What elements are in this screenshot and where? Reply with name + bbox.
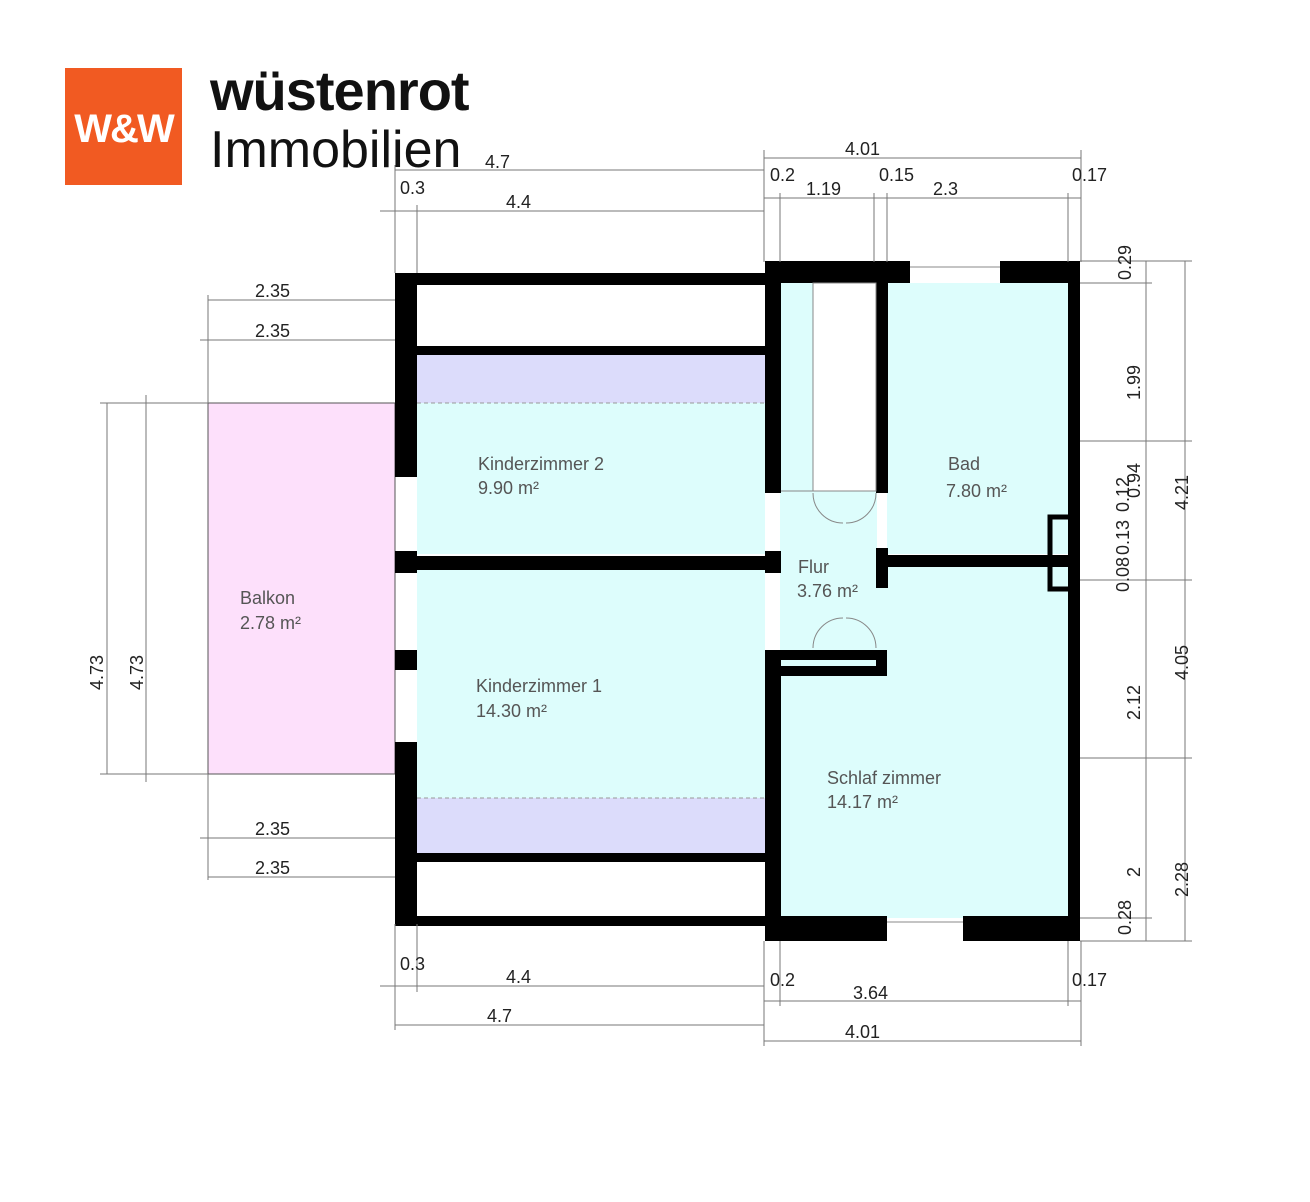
door-arc-1 [812,492,844,524]
dim-right-008: 0.08 [1113,557,1133,592]
wall-bottom-right-a [765,916,887,941]
wall-bottom-right-b [963,916,1080,941]
flur-name: Flur [798,557,829,577]
kinder1-slope-area [417,798,765,853]
wall-top-right-b [1000,261,1080,283]
door-arc-3 [812,617,844,649]
wall-flur-bottom [781,650,887,660]
brand-subtitle: Immobilien [210,121,462,179]
door-arc-2 [845,492,877,524]
balkon-area: 2.78 m² [240,613,301,633]
bad-name: Bad [948,454,980,474]
wall-bottom-left [395,916,780,926]
balkon-name: Balkon [240,588,295,608]
wall-flur-bad-upper [876,283,888,493]
kinder1-name: Kinderzimmer 1 [476,676,602,696]
dim-bottom-right-wall-l: 0.2 [770,970,795,990]
dim-balkon-bot-2: 2.35 [255,858,290,878]
dim-balkon-top-1: 2.35 [255,281,290,301]
schlaf-name: Schlaf zimmer [827,768,941,788]
dim-right-094: 0.94 [1124,463,1144,498]
wall-flur-bad-lower [876,548,888,588]
dim-bottom-left-wall: 0.3 [400,954,425,974]
stair-well [812,282,877,492]
wall-left-upper [395,273,417,477]
kinderzimmer-2-floor [417,403,765,554]
kinder2-slope-area [417,355,765,403]
door-arc-4 [845,617,877,649]
wall-center-mid [765,551,781,573]
kinderzimmer-1-floor [417,570,765,798]
dim-balkon-top-2: 2.35 [255,321,290,341]
dim-top-right-total: 4.01 [845,139,880,159]
wall-right [1068,261,1080,941]
kinder2-area: 9.90 m² [478,478,539,498]
bad-area: 7.80 m² [946,481,1007,501]
wall-knee-top [417,346,765,355]
dim-bottom-left-total: 4.7 [487,1006,512,1026]
dim-top-left-wall: 0.3 [400,178,425,198]
schlafzimmer-floor [780,566,1070,918]
dim-balkon-h-2: 4.73 [127,655,147,690]
wall-knee-bottom [417,853,765,862]
dim-top-left-total: 4.7 [485,152,510,172]
wall-left-mid [395,551,417,573]
dim-right-405: 4.05 [1172,645,1192,680]
bad-floor [887,283,1070,554]
shaft [1047,514,1077,592]
wall-flur-corner [876,650,887,676]
dim-bottom-right-total: 4.01 [845,1022,880,1042]
wall-top-right-a [765,261,910,283]
dim-right-228: 2.28 [1172,862,1192,897]
dim-bottom-left-inner: 4.4 [506,967,531,987]
kinder1-area: 14.30 m² [476,701,547,721]
wall-between-kinder [417,556,765,570]
dim-right-212: 2.12 [1124,685,1144,720]
wall-left-lower [395,742,417,924]
dim-top-right-flur: 1.19 [806,179,841,199]
dim-right-013: 0.13 [1113,520,1133,555]
dim-top-right-wall-l: 0.2 [770,165,795,185]
dim-right-029: 0.29 [1115,245,1135,280]
dim-bottom-right-wall-r: 0.17 [1072,970,1107,990]
balkon-floor [207,402,396,775]
dim-right-028: 0.28 [1115,900,1135,935]
dim-top-right-wall-m: 0.15 [879,165,914,185]
wall-flur-schlaf [781,666,887,676]
kinder2-name: Kinderzimmer 2 [478,454,604,474]
dim-bottom-right-inner: 3.64 [853,983,888,1003]
dim-top-right-bad: 2.3 [933,179,958,199]
wall-bad-schlaf [888,555,1068,567]
wall-top-left [395,273,780,285]
flur-area: 3.76 m² [797,581,858,601]
dim-right-421: 4.21 [1172,475,1192,510]
dim-right-199: 1.99 [1124,365,1144,400]
dim-top-right-wall-r: 0.17 [1072,165,1107,185]
schlaf-area: 14.17 m² [827,792,898,812]
dim-balkon-h-1: 4.73 [87,655,107,690]
dim-balkon-bot-1: 2.35 [255,819,290,839]
dim-top-left-inner: 4.4 [506,192,531,212]
wall-left-mid2 [395,650,417,670]
brand-name: wüstenrot [210,59,470,122]
dim-right-2: 2 [1124,867,1144,877]
wall-center-lower [765,650,781,941]
dim-right-012: 0.12 [1113,477,1133,512]
brand-logo-mark: W&W [65,68,182,185]
wall-center-upper [765,261,781,493]
